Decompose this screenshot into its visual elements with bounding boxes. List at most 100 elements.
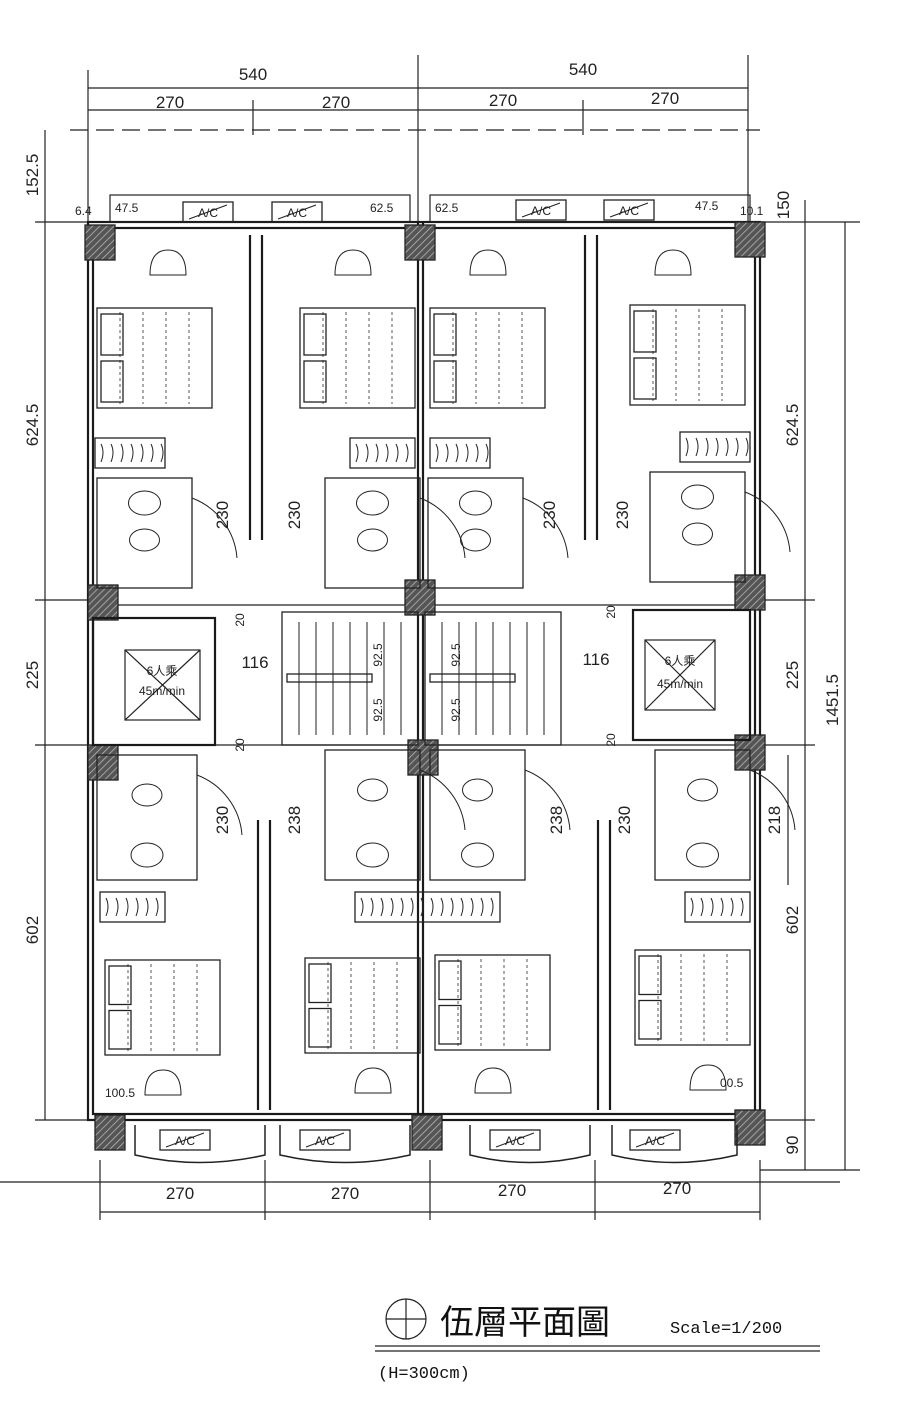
ac-label: A/C <box>175 1134 195 1148</box>
hanger <box>150 443 154 463</box>
dim-corner: 100.5 <box>105 1086 135 1100</box>
door-swing <box>419 769 466 831</box>
ac-unit <box>603 199 655 221</box>
ac-unit <box>629 1129 681 1151</box>
dim-top-total: 540 <box>569 60 597 79</box>
hanger <box>720 897 724 917</box>
hanger <box>730 897 734 917</box>
hanger <box>430 897 434 917</box>
pillow <box>108 965 132 1006</box>
ac-slash <box>495 1132 535 1148</box>
pillow <box>633 357 657 400</box>
hanger <box>100 443 104 463</box>
title-block: 伍層平面圖 Scale=1/200 (H=300cm) <box>375 1298 820 1384</box>
column <box>734 1109 766 1146</box>
dim-gap: 20 <box>233 613 247 627</box>
chair-icon <box>469 249 507 276</box>
hanger <box>400 897 404 917</box>
hanger <box>450 897 454 917</box>
door-swing <box>419 497 466 559</box>
dim-room: 230 <box>613 501 632 529</box>
sink-icon <box>459 490 492 516</box>
wardrobe <box>354 891 501 923</box>
chair-icon <box>354 1067 392 1094</box>
hanger <box>700 897 704 917</box>
hanger <box>455 443 459 463</box>
hanger <box>470 897 474 917</box>
hanger <box>440 897 444 917</box>
dim-top-total: 540 <box>239 65 267 84</box>
dim-corner: 00.5 <box>720 1076 744 1090</box>
hanger <box>370 897 374 917</box>
hanger <box>110 443 114 463</box>
bed <box>429 307 546 409</box>
dim-bottom-sub: 270 <box>663 1179 691 1198</box>
pillow <box>303 360 327 403</box>
wardrobe <box>94 437 166 469</box>
sink-icon <box>130 842 164 868</box>
hanger <box>685 437 689 457</box>
hanger <box>735 437 739 457</box>
dim-room: 238 <box>547 806 566 834</box>
ac-label: A/C <box>619 204 639 218</box>
dim-stair: 92.5 <box>449 698 463 722</box>
ac-slash <box>277 204 317 220</box>
bathroom <box>96 477 193 589</box>
pillow <box>438 1004 462 1045</box>
column <box>87 584 119 621</box>
ac-unit <box>299 1129 351 1151</box>
column <box>87 744 119 781</box>
balcony <box>134 1125 266 1164</box>
hanger <box>690 897 694 917</box>
walls <box>86 194 762 1122</box>
dim-stair: 92.5 <box>371 698 385 722</box>
dim-room: 230 <box>285 501 304 529</box>
bathroom <box>649 471 746 583</box>
hanger <box>695 437 699 457</box>
wardrobe <box>679 431 751 463</box>
pillow <box>438 960 462 1001</box>
toilet-icon <box>357 778 388 802</box>
hanger <box>135 897 139 917</box>
pillow <box>308 963 332 1004</box>
bed <box>629 304 746 406</box>
dim-gap: 20 <box>233 738 247 752</box>
pillow <box>638 955 662 996</box>
hanger <box>390 897 394 917</box>
column <box>404 579 436 616</box>
toilet-icon <box>687 778 718 802</box>
pillow <box>433 360 457 403</box>
dim-right: 1451.5 <box>823 674 842 726</box>
hanger <box>120 443 124 463</box>
dim-left: 225 <box>23 661 42 689</box>
hanger <box>355 443 359 463</box>
hanger <box>380 897 384 917</box>
wardrobe <box>99 891 166 923</box>
elevator-left: 6人乘 45m/min <box>91 616 217 747</box>
dim-top-sub: 270 <box>156 93 184 112</box>
dim-room: 230 <box>615 806 634 834</box>
bed <box>304 957 421 1054</box>
chair-icon <box>149 249 187 276</box>
door-swing <box>524 769 571 831</box>
hanger <box>725 437 729 457</box>
ac-label: A/C <box>198 206 218 220</box>
dim-right: 225 <box>783 661 802 689</box>
column <box>734 574 766 611</box>
hanger <box>435 443 439 463</box>
hanger <box>125 897 129 917</box>
dim-stair: 92.5 <box>449 643 463 667</box>
dimension-lines <box>0 55 860 1220</box>
dim-small: 62.5 <box>370 201 394 215</box>
chair-icon <box>334 249 372 276</box>
ac-slash <box>188 204 228 220</box>
bed <box>299 307 416 409</box>
hanger <box>405 443 409 463</box>
sink-icon <box>681 484 714 510</box>
ac-slash <box>305 1132 345 1148</box>
bed <box>104 959 221 1056</box>
hanger <box>410 897 414 917</box>
hanger <box>445 443 449 463</box>
hanger <box>360 897 364 917</box>
